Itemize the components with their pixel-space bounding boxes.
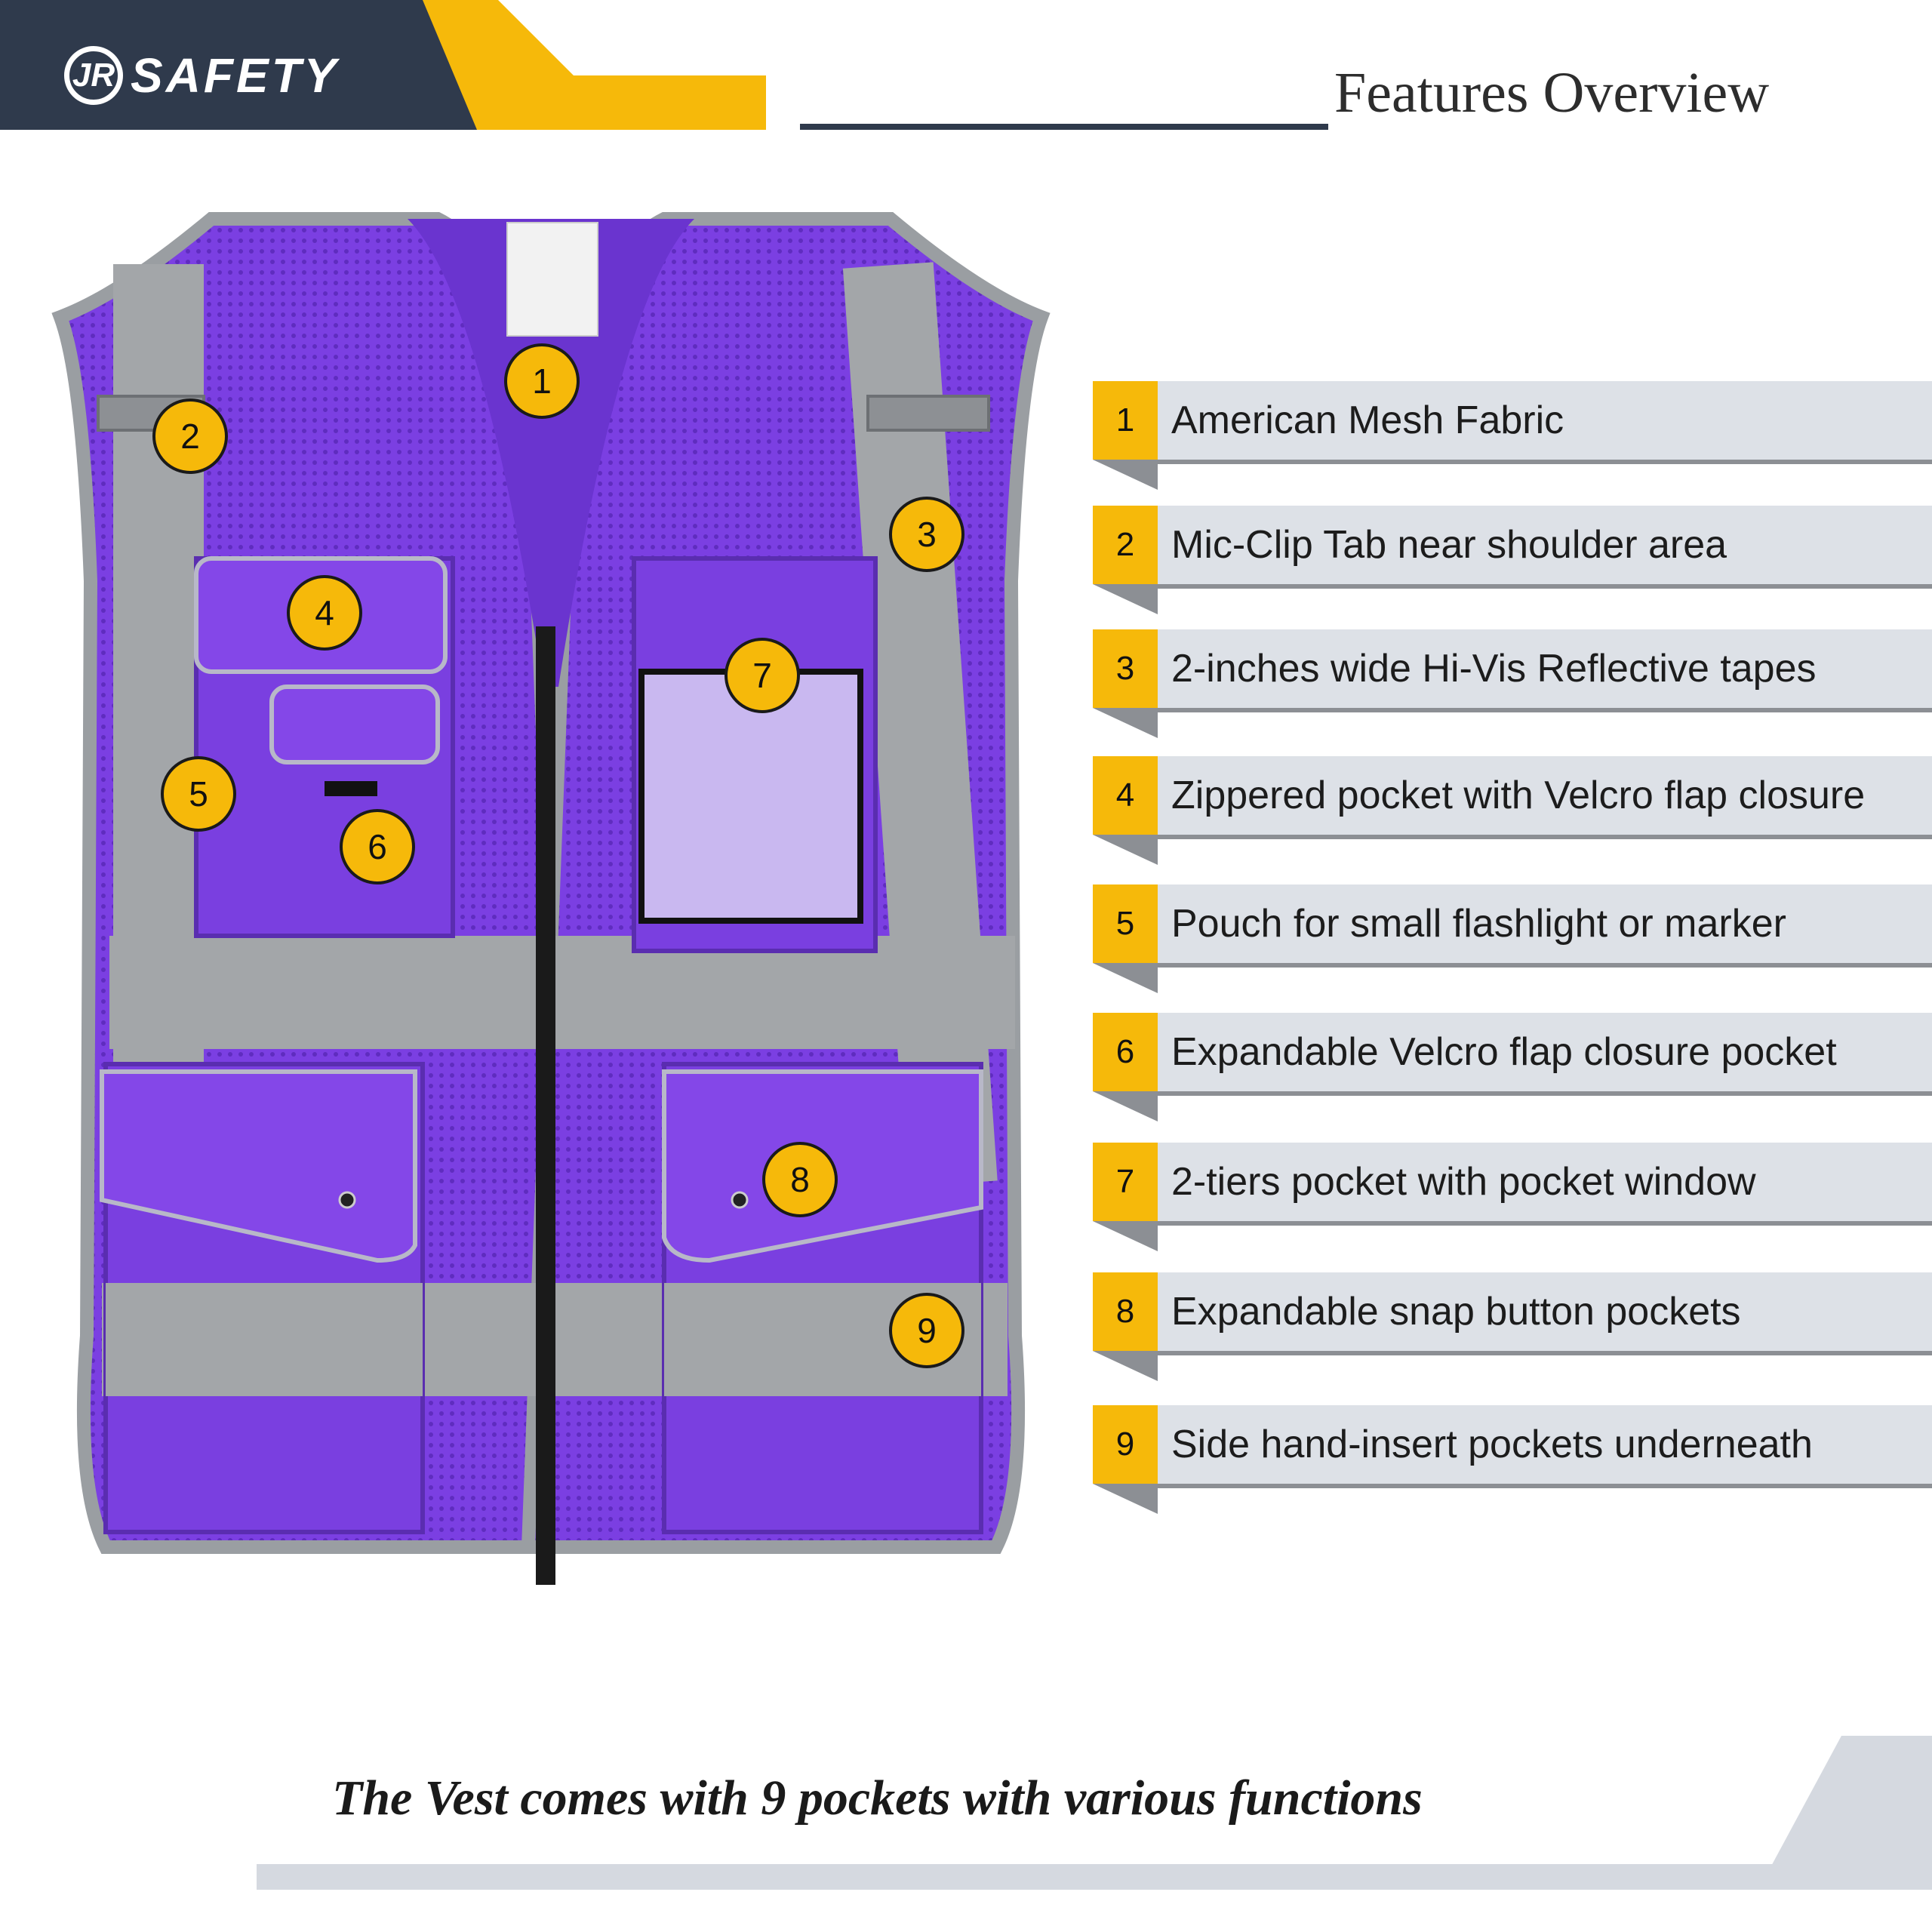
feature-item-9: 9 Side hand-insert pockets underneath [1093,1405,1932,1514]
header-underline [800,124,1328,130]
feature-underline [1158,835,1932,839]
zipper [536,626,555,1585]
feature-label: American Mesh Fabric [1171,398,1564,442]
feature-bar [1093,1013,1932,1091]
feature-underline [1158,584,1932,589]
feature-number: 2 [1093,506,1158,584]
feature-fold [1093,835,1158,865]
snap-button-right [731,1191,749,1209]
marker-3: 3 [889,497,964,572]
feature-item-1: 1 American Mesh Fabric [1093,381,1932,490]
feature-label: 2-inches wide Hi-Vis Reflective tapes [1171,647,1817,691]
feature-underline [1158,1484,1932,1488]
feature-label: Zippered pocket with Velcro flap closure [1171,774,1866,817]
feature-bar [1093,884,1932,963]
vest-image [51,212,1051,1585]
feature-fold [1093,1091,1158,1121]
feature-label: 2-tiers pocket with pocket window [1171,1160,1756,1204]
marker-5: 5 [161,756,236,832]
feature-underline [1158,1351,1932,1355]
feature-number: 1 [1093,381,1158,460]
feature-item-3: 3 2-inches wide Hi-Vis Reflective tapes [1093,629,1932,738]
marker-4: 4 [287,575,362,651]
pocket-window [638,669,863,924]
feature-bar [1093,1143,1932,1221]
page-title: Features Overview [1334,61,1770,125]
feature-number: 9 [1093,1405,1158,1484]
feature-number: 4 [1093,756,1158,835]
tagline: The Vest comes with 9 pockets with vario… [332,1770,1423,1826]
feature-fold [1093,963,1158,993]
feature-underline [1158,1091,1932,1096]
marker-1: 1 [504,343,580,419]
feature-fold [1093,584,1158,614]
pen-loop [325,781,377,796]
header-accent-stripe [423,0,766,130]
footer-band [257,1864,1932,1890]
reflective-tape-pocket-left [106,1283,423,1396]
feature-number: 5 [1093,884,1158,963]
marker-9: 9 [889,1293,964,1368]
marker-2: 2 [152,398,228,474]
mic-clip-tab-right [866,395,990,432]
feature-bar [1093,756,1932,835]
feature-item-4: 4 Zippered pocket with Velcro flap closu… [1093,756,1932,865]
logo-mark-icon: JR [64,46,123,105]
logo-text: SAFETY [131,48,340,103]
feature-fold [1093,1221,1158,1251]
feature-bar [1093,381,1932,460]
feature-bar [1093,506,1932,584]
feature-item-8: 8 Expandable snap button pockets [1093,1272,1932,1381]
marker-6: 6 [340,809,415,884]
feature-bar [1093,629,1932,708]
feature-item-7: 7 2-tiers pocket with pocket window [1093,1143,1932,1251]
size-label [506,222,598,337]
marker-7: 7 [724,638,800,713]
feature-number: 3 [1093,629,1158,708]
neckline [408,219,694,687]
feature-label: Expandable Velcro flap closure pocket [1171,1030,1837,1074]
feature-number: 8 [1093,1272,1158,1351]
feature-item-5: 5 Pouch for small flashlight or marker [1093,884,1932,993]
feature-underline [1158,963,1932,968]
pen-pocket-flap [269,685,440,764]
feature-fold [1093,1351,1158,1381]
snap-button-left [338,1191,356,1209]
feature-item-2: 2 Mic-Clip Tab near shoulder area [1093,506,1932,614]
feature-fold [1093,708,1158,738]
feature-number: 7 [1093,1143,1158,1221]
brand-logo: JR SAFETY [64,42,339,109]
feature-number: 6 [1093,1013,1158,1091]
feature-underline [1158,460,1932,464]
bottom-pocket-left-flap [100,1069,417,1263]
feature-label: Expandable snap button pockets [1171,1290,1741,1334]
feature-label: Side hand-insert pockets underneath [1171,1423,1813,1466]
feature-label: Mic-Clip Tab near shoulder area [1171,523,1727,567]
feature-underline [1158,708,1932,712]
feature-label: Pouch for small flashlight or marker [1171,902,1786,946]
reflective-tape-chest [109,936,1015,1049]
marker-8: 8 [762,1142,838,1217]
feature-item-6: 6 Expandable Velcro flap closure pocket [1093,1013,1932,1121]
feature-bar [1093,1272,1932,1351]
feature-fold [1093,460,1158,490]
feature-fold [1093,1484,1158,1514]
feature-bar [1093,1405,1932,1484]
feature-underline [1158,1221,1932,1226]
